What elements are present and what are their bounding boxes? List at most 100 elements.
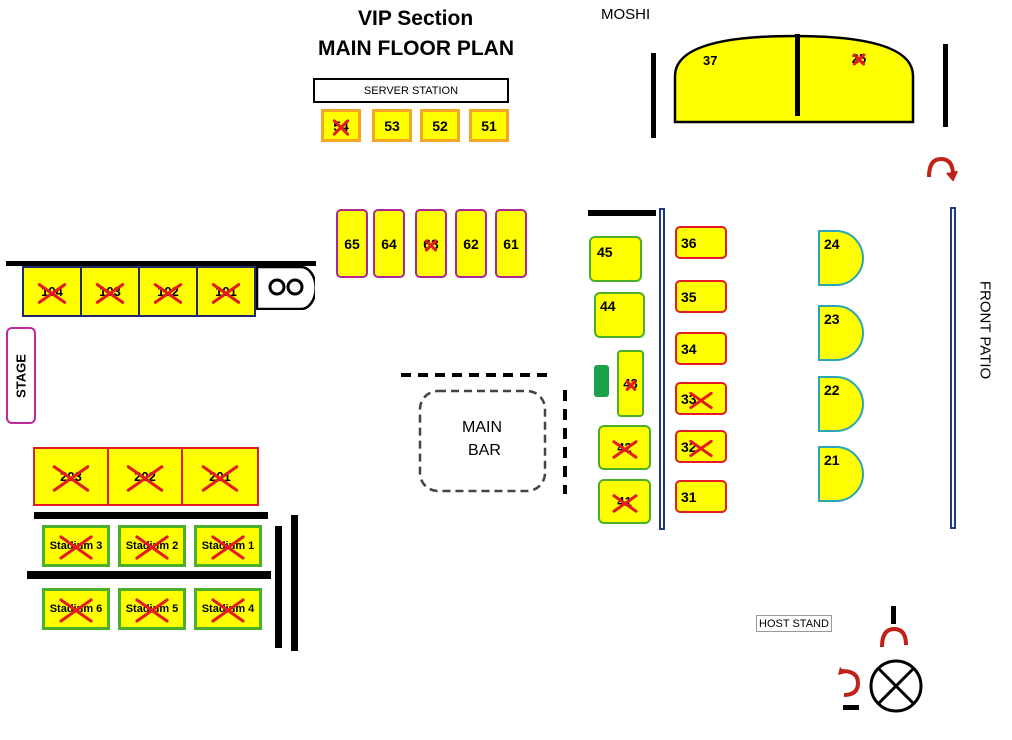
table-32[interactable]: 32 (675, 430, 727, 463)
stage-label: STAGE (13, 353, 29, 398)
table-21[interactable]: 21 (818, 446, 864, 502)
table-stadium-4[interactable]: Stadium 4 (194, 588, 262, 630)
table-label: 42 (617, 440, 632, 455)
table-201[interactable]: 201 (181, 447, 259, 506)
table-45[interactable]: 45 (589, 236, 642, 282)
wall (27, 571, 271, 579)
table-104[interactable]: 104 (22, 266, 82, 317)
table-42[interactable]: 42 (598, 425, 651, 470)
server-station-label: SERVER STATION (363, 84, 459, 97)
table-31[interactable]: 31 (675, 480, 727, 513)
table-label: 33 (681, 390, 697, 407)
wall (843, 705, 859, 710)
table-51[interactable]: 51 (469, 109, 509, 142)
wall (891, 606, 896, 624)
divider-rail (659, 208, 665, 530)
host-stand: HOST STAND (756, 615, 832, 632)
table-23[interactable]: 23 (818, 305, 864, 361)
table-44[interactable]: 44 (594, 292, 645, 338)
table-41[interactable]: 41 (598, 479, 651, 524)
table-label: 34 (681, 340, 697, 357)
main-bar-label-line1: MAIN (462, 419, 502, 436)
table-label: 36 (681, 234, 697, 251)
table-label: Stadium 2 (125, 540, 179, 552)
table-52[interactable]: 52 (420, 109, 460, 142)
main-bar-label-line2: BAR (468, 442, 501, 459)
table-64[interactable]: 64 (373, 209, 405, 278)
wall (651, 53, 656, 138)
table-202[interactable]: 202 (107, 447, 183, 506)
table-label: 53 (384, 117, 400, 134)
table-label: 21 (824, 452, 840, 468)
table-stadium-6[interactable]: Stadium 6 (42, 588, 110, 630)
door-swing-icon (838, 667, 861, 697)
table-25[interactable]: 25 (848, 47, 870, 69)
table-label: 45 (597, 244, 613, 260)
table-63[interactable]: 63 (415, 209, 447, 278)
table-label: Stadium 4 (201, 603, 255, 615)
table-label: 22 (824, 382, 840, 398)
table-label: 65 (344, 235, 360, 252)
table-62[interactable]: 62 (455, 209, 487, 278)
wall (275, 526, 282, 648)
front-patio-rail (950, 207, 956, 529)
table-102[interactable]: 102 (138, 266, 198, 317)
table-54[interactable]: 54 (321, 109, 361, 142)
table-label: 25 (851, 50, 867, 66)
table-label: 52 (432, 117, 448, 134)
table-43[interactable]: 43 (617, 350, 644, 417)
table-label: 201 (209, 469, 231, 484)
table-label: Stadium 1 (201, 540, 255, 552)
table-label: Stadium 5 (125, 603, 179, 615)
table-label: 54 (333, 117, 349, 134)
table-37[interactable]: 37 (703, 53, 718, 68)
door-swing-icon (880, 626, 908, 648)
table-label: 64 (381, 235, 397, 252)
table-22[interactable]: 22 (818, 376, 864, 432)
table-34[interactable]: 34 (675, 332, 727, 365)
door-swing-icon (927, 156, 958, 181)
table-35[interactable]: 35 (675, 280, 727, 313)
table-36[interactable]: 36 (675, 226, 727, 259)
table-label: 63 (423, 235, 439, 252)
table-53[interactable]: 53 (372, 109, 412, 142)
table-label: 61 (503, 235, 519, 252)
wall (943, 44, 948, 127)
table-label: 51 (481, 117, 497, 134)
table-label: 101 (215, 284, 237, 299)
table-label: 104 (41, 284, 63, 299)
table-stadium-5[interactable]: Stadium 5 (118, 588, 186, 630)
table-stadium-1[interactable]: Stadium 1 (194, 525, 262, 567)
plan-subtitle: MAIN FLOOR PLAN (318, 37, 514, 60)
table-101[interactable]: 101 (196, 266, 256, 317)
table-label: 31 (681, 488, 697, 505)
wall (34, 512, 268, 519)
table-label: Stadium 6 (49, 603, 103, 615)
table-label: 102 (157, 284, 179, 299)
wall (291, 515, 298, 651)
table-label: 23 (824, 311, 840, 327)
table-label: 202 (134, 469, 156, 484)
table-label: 32 (681, 438, 697, 455)
table-label: 203 (60, 469, 82, 484)
table-stadium-3[interactable]: Stadium 3 (42, 525, 110, 567)
table-label: 35 (681, 288, 697, 305)
server-station: SERVER STATION (313, 78, 509, 103)
table-65[interactable]: 65 (336, 209, 368, 278)
table-label: 103 (99, 284, 121, 299)
wall (588, 210, 656, 216)
speaker-icon (255, 265, 317, 311)
moshi-label: MOSHI (601, 6, 651, 23)
table-stadium-2[interactable]: Stadium 2 (118, 525, 186, 567)
table-203[interactable]: 203 (33, 447, 109, 506)
front-patio-label: FRONT PATIO (976, 280, 994, 380)
table-24[interactable]: 24 (818, 230, 864, 286)
table-33[interactable]: 33 (675, 382, 727, 415)
table-label: 24 (824, 236, 840, 252)
table-label: 41 (617, 494, 632, 509)
table-103[interactable]: 103 (80, 266, 140, 317)
table-label: 62 (463, 235, 479, 252)
table-61[interactable]: 61 (495, 209, 527, 278)
table-label: 44 (600, 298, 616, 314)
